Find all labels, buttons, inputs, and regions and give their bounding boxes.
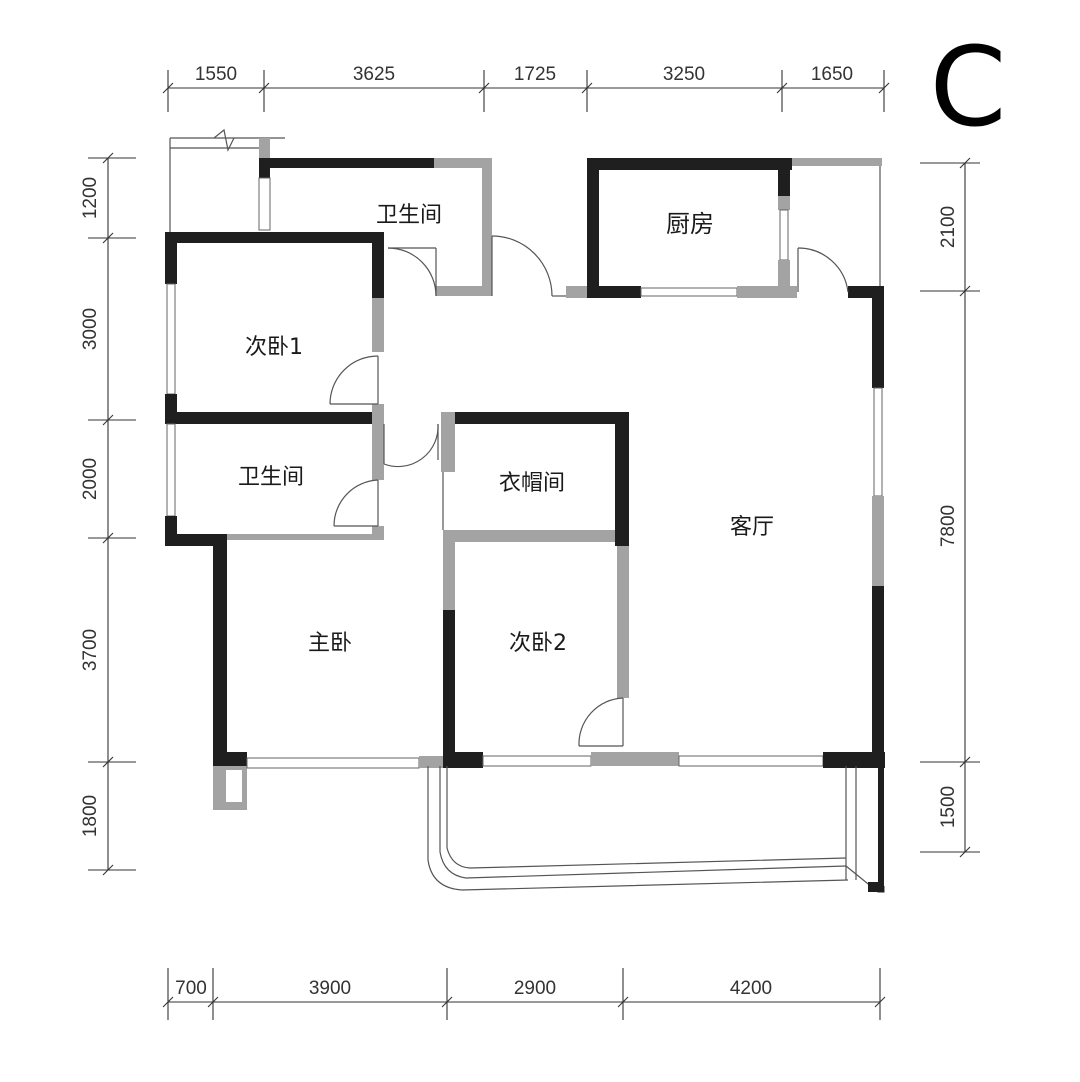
room-label-bathroom-top: 卫生间 xyxy=(376,203,442,228)
dim-right-2: 7800 xyxy=(938,505,959,547)
doors xyxy=(329,235,849,747)
dim-left-3: 2000 xyxy=(80,458,101,500)
bottom-dimension-line: 700 3900 2900 4200 xyxy=(162,968,886,1020)
walls xyxy=(165,128,885,893)
dim-top-4: 3250 xyxy=(663,64,705,85)
dim-right-1: 2100 xyxy=(938,206,959,248)
dim-left-2: 3000 xyxy=(80,308,101,350)
room-label-cloakroom: 衣帽间 xyxy=(499,471,565,496)
dim-top-2: 3625 xyxy=(353,64,395,85)
dim-top-5: 1650 xyxy=(811,64,853,85)
room-label-bedroom-2: 次卧2 xyxy=(509,631,567,656)
dim-top-1: 1550 xyxy=(195,64,237,85)
left-dimension-line: 1200 3000 2000 3700 1800 xyxy=(80,152,136,876)
room-label-kitchen: 厨房 xyxy=(666,210,714,238)
room-label-bedroom-1: 次卧1 xyxy=(245,335,303,360)
dim-top-3: 1725 xyxy=(514,64,556,85)
dim-bottom-3: 2900 xyxy=(514,978,556,999)
dim-left-5: 1800 xyxy=(80,795,101,837)
right-dimension-line: 2100 7800 1500 xyxy=(920,157,980,858)
dim-bottom-4: 4200 xyxy=(730,978,772,999)
dim-right-3: 1500 xyxy=(938,786,959,828)
dim-bottom-2: 3900 xyxy=(309,978,351,999)
dim-left-4: 3700 xyxy=(80,629,101,671)
room-label-master-bedroom: 主卧 xyxy=(308,631,352,656)
dim-bottom-1: 700 xyxy=(175,978,207,999)
top-dimension-line: 1550 3625 1725 3250 1650 xyxy=(162,64,890,112)
room-label-living-room: 客厅 xyxy=(730,515,774,540)
room-label-bathroom-left: 卫生间 xyxy=(238,465,304,490)
plan-label: C xyxy=(930,23,1007,151)
dim-left-1: 1200 xyxy=(80,177,101,219)
